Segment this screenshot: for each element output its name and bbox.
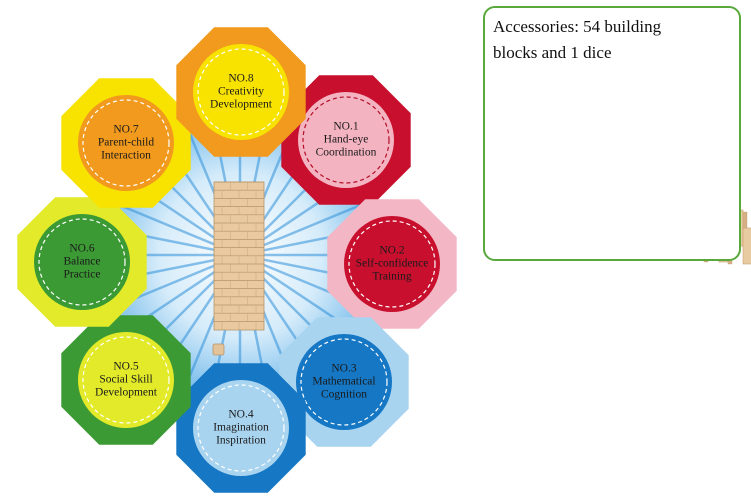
- feature-text-7: Parent-child: [97, 136, 155, 149]
- feature-text-7: Interaction: [101, 149, 151, 162]
- feature-number-2: NO.2: [379, 244, 405, 257]
- feature-text-8: Development: [210, 98, 272, 111]
- feature-number-8: NO.8: [228, 72, 254, 85]
- accessories-title: Accessories: 54 building blocks and 1 di…: [493, 14, 733, 66]
- dice-image: [212, 343, 225, 356]
- feature-octagon-2: [327, 199, 457, 329]
- feature-text-2: Self-confidence: [355, 257, 429, 270]
- feature-number-6: NO.6: [69, 242, 95, 255]
- feature-text-3: Cognition: [320, 388, 367, 401]
- feature-octagon-5: [61, 315, 191, 445]
- feature-text-4: Imagination: [213, 421, 269, 434]
- feature-number-4: NO.4: [228, 408, 254, 421]
- feature-number-3: NO.3: [331, 362, 357, 375]
- accessories-panel: Accessories: 54 building blocks and 1 di…: [483, 6, 741, 261]
- feature-text-5: Social Skill: [99, 373, 153, 386]
- feature-octagon-1: [281, 75, 411, 205]
- feature-text-4: Inspiration: [216, 434, 266, 447]
- feature-octagon-7: [61, 78, 191, 208]
- feature-text-3: Mathematical: [312, 375, 376, 388]
- feature-octagons: [17, 27, 457, 493]
- feature-octagon-8: [176, 27, 306, 157]
- feature-octagon-6: [17, 197, 147, 327]
- feature-number-7: NO.7: [113, 123, 139, 136]
- block-tower-image: [213, 181, 265, 331]
- feature-text-5: Development: [95, 386, 157, 399]
- feature-number-5: NO.5: [113, 360, 139, 373]
- feature-text-1: Hand-eye: [323, 133, 369, 146]
- accessories-line-1: Accessories: 54 building: [493, 17, 662, 36]
- accessories-line-2: blocks and 1 dice: [493, 43, 612, 62]
- feature-octagon-4: [176, 363, 306, 493]
- feature-number-1: NO.1: [333, 120, 359, 133]
- feature-text-8: Creativity: [218, 85, 264, 98]
- feature-text-1: Coordination: [315, 146, 377, 159]
- feature-text-6: Balance: [63, 255, 101, 268]
- feature-text-2: Training: [372, 270, 412, 283]
- feature-text-6: Practice: [63, 268, 101, 281]
- feature-octagon-3: [279, 317, 409, 447]
